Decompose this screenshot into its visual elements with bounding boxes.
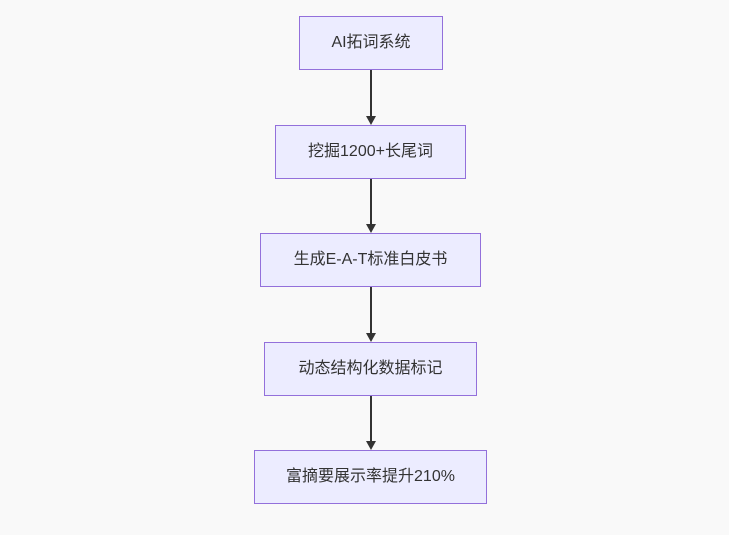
arrowhead-icon	[366, 441, 376, 450]
arrowhead-icon	[366, 333, 376, 342]
node-label: 富摘要展示率提升210%	[286, 468, 455, 486]
arrow-line	[370, 287, 372, 333]
flow-arrow-2	[365, 179, 377, 233]
node-label: AI拓词系统	[331, 34, 411, 52]
flowchart-node-structured-data: 动态结构化数据标记	[264, 342, 477, 396]
node-label: 挖掘1200+长尾词	[308, 143, 433, 161]
arrow-line	[370, 179, 372, 224]
flow-arrow-3	[365, 287, 377, 342]
flowchart-node-longtail-keywords: 挖掘1200+长尾词	[275, 125, 466, 179]
flowchart-node-ai-system: AI拓词系统	[299, 16, 443, 70]
arrowhead-icon	[366, 224, 376, 233]
flow-arrow-1	[365, 70, 377, 125]
flowchart-node-eat-whitepaper: 生成E-A-T标准白皮书	[260, 233, 481, 287]
node-label: 动态结构化数据标记	[298, 360, 443, 378]
flowchart-node-rich-snippet-result: 富摘要展示率提升210%	[254, 450, 487, 504]
flow-arrow-4	[365, 396, 377, 450]
arrow-line	[370, 70, 372, 116]
node-label: 生成E-A-T标准白皮书	[293, 251, 448, 269]
arrow-line	[370, 396, 372, 441]
arrowhead-icon	[366, 116, 376, 125]
